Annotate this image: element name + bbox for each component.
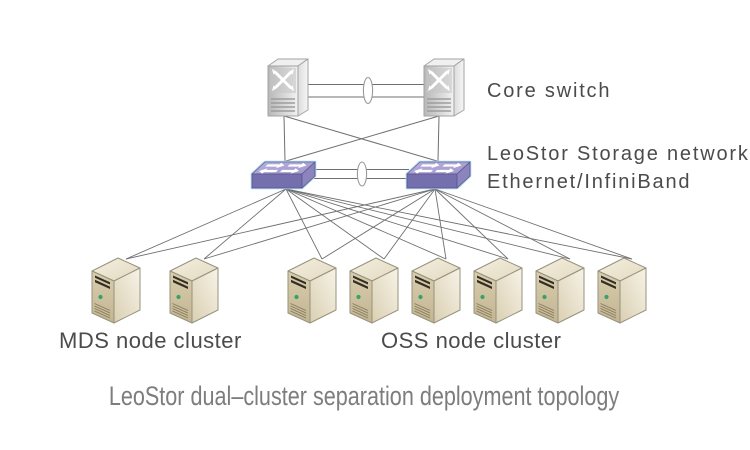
link-line [285, 115, 440, 162]
link-line [434, 188, 447, 260]
link-line [203, 188, 436, 260]
left-switch-server-links [125, 188, 633, 260]
link-bundle-ellipse [362, 76, 374, 105]
core-switch-label: Core switch [487, 80, 612, 102]
link-line [285, 188, 385, 260]
link-bundle-ellipse [356, 161, 368, 187]
link-line [283, 115, 438, 162]
mds-server-1-icon [91, 257, 142, 324]
storage-network-label-line2: Ethernet/InfiniBand [487, 171, 692, 193]
link-line [383, 188, 436, 260]
oss-server-3-icon [411, 257, 462, 324]
link-line [203, 188, 287, 260]
core-switch-left-icon [266, 58, 310, 118]
link-line [434, 188, 633, 260]
core-link-bundle [298, 84, 424, 98]
diagram-title: LeoStor dual–cluster separation deployme… [108, 381, 620, 411]
oss-server-4-icon [473, 257, 524, 324]
oss-server-1-icon [287, 257, 338, 324]
oss-cluster-label: OSS node cluster [381, 328, 562, 353]
link-line [437, 115, 440, 162]
link-line [285, 188, 571, 260]
storage-switch-left-icon [250, 160, 317, 190]
mds-cluster-label: MDS node cluster [59, 328, 242, 353]
storage-switch-right-icon [405, 160, 472, 190]
link-line [321, 188, 436, 260]
link-line [125, 188, 287, 260]
link-line [125, 188, 436, 260]
link-line [285, 188, 447, 260]
link-line [283, 115, 286, 162]
link-line [434, 188, 571, 260]
link-line [285, 188, 509, 260]
core-storage-links [283, 115, 440, 162]
link-line [285, 188, 633, 260]
storage-network-label-line1: LeoStor Storage network [487, 143, 750, 165]
oss-server-2-icon [349, 257, 400, 324]
oss-server-6-icon [597, 257, 648, 324]
link-line [434, 188, 509, 260]
oss-server-5-icon [535, 257, 586, 324]
link-line [285, 188, 323, 260]
right-switch-server-links [125, 188, 633, 260]
core-switch-right-icon [422, 58, 466, 118]
mds-server-2-icon [169, 257, 220, 324]
